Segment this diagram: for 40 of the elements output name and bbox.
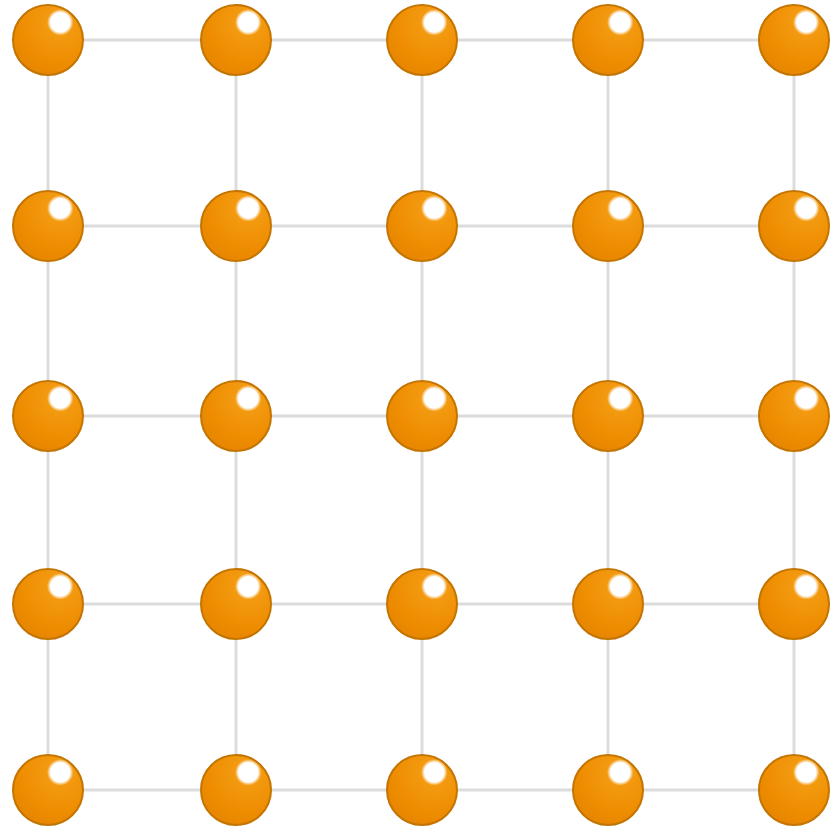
- grid-line: [458, 788, 572, 792]
- grid-line: [234, 640, 238, 754]
- grid-line: [644, 414, 758, 418]
- grid-line: [272, 224, 386, 228]
- grid-line: [420, 452, 424, 568]
- grid-line: [644, 38, 758, 42]
- grid-line: [272, 788, 386, 792]
- grid-line: [84, 38, 200, 42]
- grid-line: [272, 602, 386, 606]
- grid-line: [46, 452, 50, 568]
- grid-line: [420, 262, 424, 380]
- grid-line: [46, 76, 50, 190]
- grid-line: [792, 640, 796, 754]
- grid-line: [272, 38, 386, 42]
- grid-line: [234, 262, 238, 380]
- grid-line: [272, 414, 386, 418]
- grid-line: [606, 640, 610, 754]
- grid-line: [606, 76, 610, 190]
- grid-line: [420, 76, 424, 190]
- grid-line: [234, 76, 238, 190]
- grid-line: [46, 640, 50, 754]
- grid-line: [792, 76, 796, 190]
- grid-line: [458, 602, 572, 606]
- grid-line: [458, 224, 572, 228]
- grid-line: [606, 262, 610, 380]
- grid-line: [84, 788, 200, 792]
- grid-line: [84, 414, 200, 418]
- grid-line: [458, 38, 572, 42]
- grid-line: [644, 602, 758, 606]
- grid-line: [644, 788, 758, 792]
- grid-line: [420, 640, 424, 754]
- grid-line: [458, 414, 572, 418]
- grid-line: [792, 262, 796, 380]
- grid-line: [84, 602, 200, 606]
- grid-line: [84, 224, 200, 228]
- grid-line: [234, 452, 238, 568]
- grid-line: [46, 262, 50, 380]
- grid-line: [644, 224, 758, 228]
- grid-line: [606, 452, 610, 568]
- grid-line: [792, 452, 796, 568]
